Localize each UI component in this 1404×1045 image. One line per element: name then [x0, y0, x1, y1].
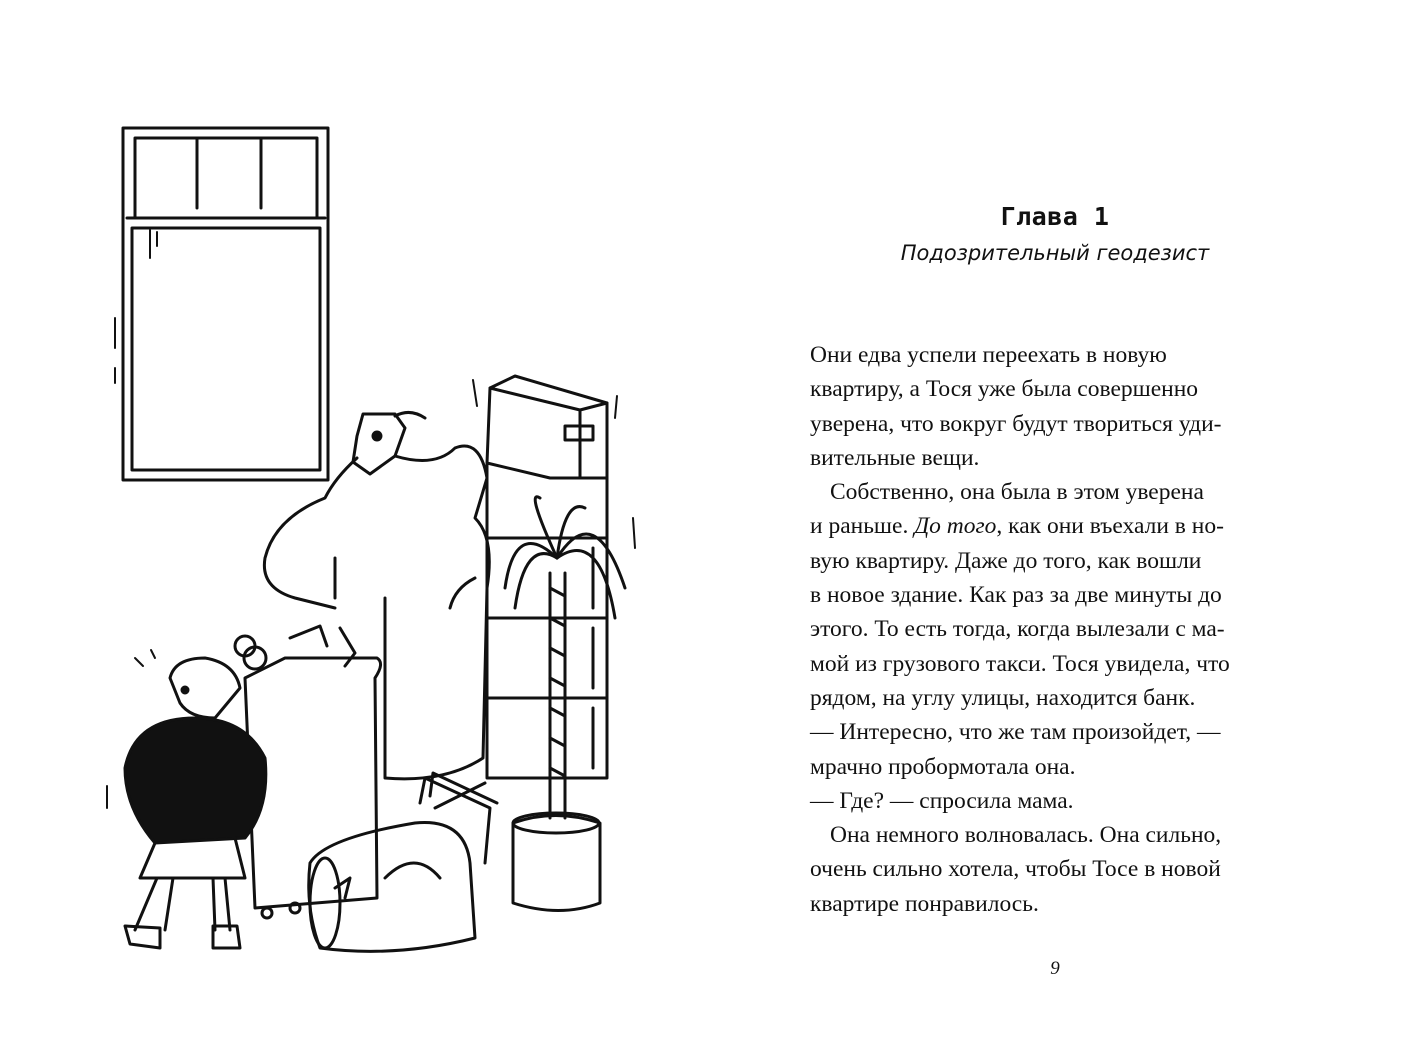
text-line: этого. То есть тогда, когда вылезали с м…: [810, 616, 1225, 643]
text-line: вую квартиру. Даже до того, как вошли: [810, 547, 1202, 574]
page-number: 9: [1050, 958, 1060, 979]
text-line: очень сильно хотела, чтобы Тосе в новой: [810, 856, 1221, 883]
suitcase-drawing: [243, 624, 382, 920]
chapter-title: Подозрительный геодезист: [900, 241, 1210, 265]
dialogue-line: — Где? — спросила мама.: [810, 787, 1074, 814]
chapter-heading: Глава 1 Подозрительный геодезист: [810, 200, 1300, 268]
text-fragment: и раньше.: [810, 513, 915, 540]
girl-figure-drawing: [106, 634, 268, 950]
text-line: рядом, на углу улицы, находится банк.: [810, 684, 1196, 711]
text-fragment: , как они въехали в но-: [996, 513, 1224, 540]
text-line: квартире понравилось.: [810, 890, 1039, 917]
chapter-body-text: Они едва успели переехать в новую кварти…: [810, 338, 1310, 921]
duffel-bag-drawing: [307, 771, 499, 953]
dialogue-line: мрачно пробормотала она.: [810, 753, 1076, 780]
text-line: вительные вещи.: [810, 444, 980, 471]
potted-plant-drawing: [503, 495, 636, 912]
window-drawing: [114, 126, 330, 482]
text-line: в новое здание. Как раз за две минуты до: [810, 582, 1222, 609]
moving-day-illustration: [95, 118, 655, 968]
text-line: мой из грузового такси. Тося увидела, чт…: [810, 650, 1230, 677]
text-line: Она немного волновалась. Она сильно,: [830, 822, 1222, 849]
box-stack-drawing: [472, 374, 618, 780]
emphasized-text: До того: [914, 513, 997, 540]
text-line-with-emphasis: и раньше. До того, как они въехали в но-: [810, 509, 1310, 543]
text-line: квартиру, а Тося уже была совершенно: [810, 376, 1199, 403]
text-line: уверена, что вокруг будут твориться уди-: [810, 410, 1222, 437]
chapter-number: Глава 1: [1000, 202, 1110, 231]
text-line: Они едва успели переехать в новую: [810, 342, 1167, 368]
text-line: Собственно, она была в этом уверена: [830, 479, 1204, 506]
dialogue-line: — Интересно, что же там произойдет, —: [810, 719, 1221, 746]
